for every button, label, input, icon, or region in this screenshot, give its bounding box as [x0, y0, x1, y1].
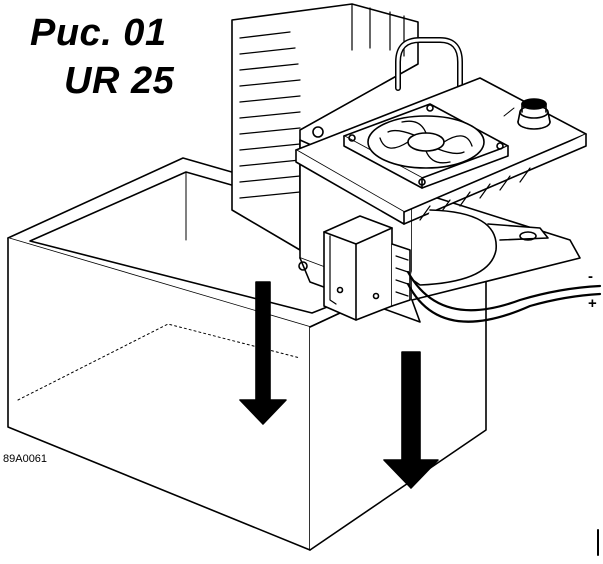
knob-icon	[503, 98, 551, 130]
reference-code: 89A0061	[3, 453, 48, 465]
figure-title: Рис. 01	[30, 12, 167, 54]
pipe-loop	[395, 37, 463, 91]
down-arrow-icon	[239, 281, 287, 425]
model-name: UR 25	[64, 60, 175, 102]
transformer-icon	[323, 209, 549, 321]
down-arrow-icon	[383, 351, 439, 489]
positive-terminal-label: +	[588, 295, 597, 312]
fan-icon	[343, 103, 509, 189]
negative-terminal-label: -	[588, 268, 593, 285]
power-cable	[406, 270, 602, 323]
radiator	[231, 3, 419, 251]
